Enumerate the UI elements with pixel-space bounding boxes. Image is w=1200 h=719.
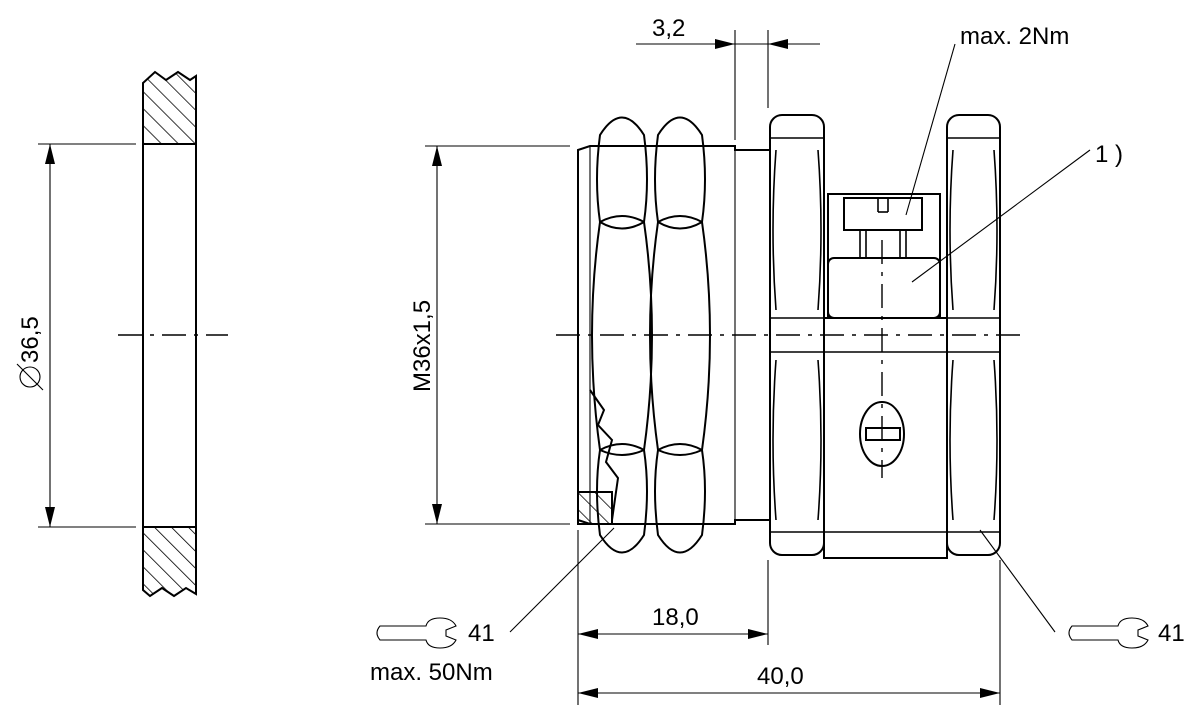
knurled-nut — [577, 116, 711, 554]
valve-screw-head — [843, 197, 923, 231]
open-end-wrench-icon — [376, 617, 457, 649]
torque-large-note: max. 50Nm — [370, 659, 493, 686]
torque-small-note: max. 2Nm — [960, 23, 1069, 50]
callout-1-label: 1 ) — [1095, 141, 1123, 168]
middle-body — [823, 193, 948, 559]
torque-leader — [905, 43, 956, 216]
callout-1-leader — [911, 149, 1091, 283]
wrench-right-size: 41 — [1158, 620, 1185, 647]
seal-diameter-label: 36,5 — [17, 316, 44, 363]
open-end-wrench-icon — [1068, 617, 1149, 649]
thread-length-label: 18,0 — [652, 604, 699, 631]
hex-nut-left — [769, 114, 825, 556]
seal-bottom-section — [142, 526, 197, 598]
seal-diameter-dimension: 36,5 — [16, 316, 44, 391]
seal-top-section — [142, 70, 197, 145]
wrench-left-size: 41 — [468, 620, 495, 647]
flange-width-label: 3,2 — [652, 15, 685, 42]
thread-dimension-label: M36x1,5 — [409, 300, 436, 392]
seal-ring-section-view: 36,5 — [16, 70, 228, 598]
overall-length-label: 40,0 — [757, 663, 804, 690]
fitting-side-view: M36x1,5 3,2 18,0 40,0 max. 2Nm 1 ) — [370, 15, 1185, 705]
